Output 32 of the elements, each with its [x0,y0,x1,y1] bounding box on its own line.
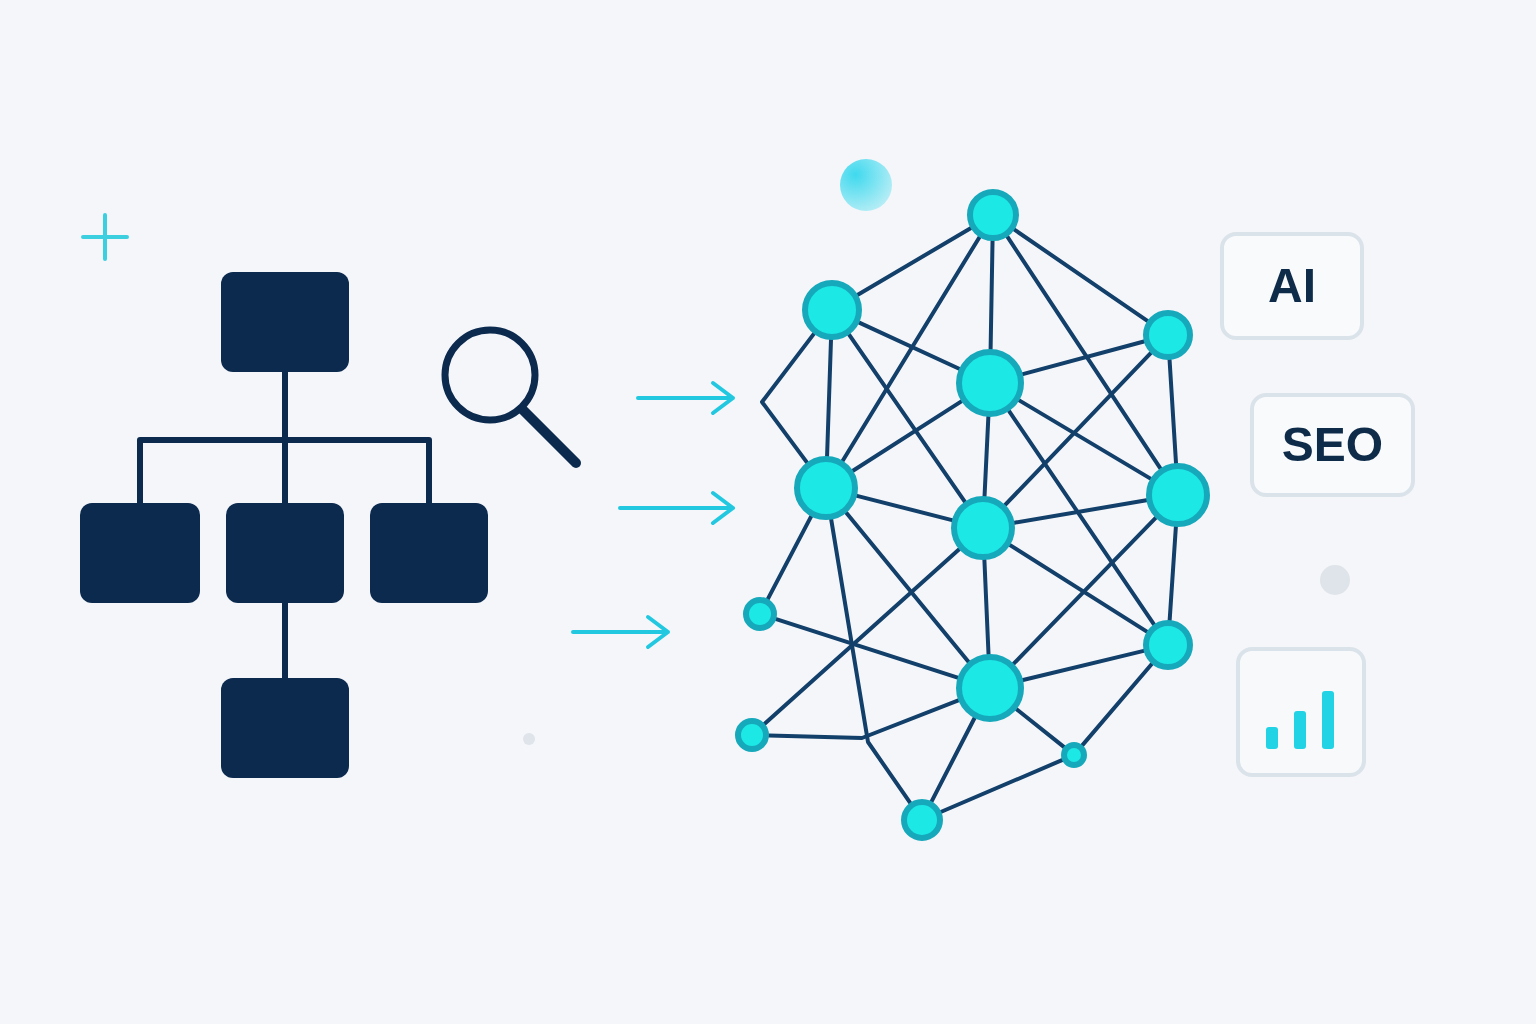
connector-line [282,369,432,506]
network-node [1143,310,1193,360]
network-node [901,799,943,841]
badge-label: AI [1268,262,1316,310]
connector-line [844,510,971,664]
org-chart-box [370,503,488,603]
network-node [802,280,862,340]
text-badge [1250,393,1415,497]
connector-line [1080,662,1154,748]
network-node [1061,742,1087,768]
connector-line [825,338,833,458]
org-chart-box [221,678,349,778]
chart-card [1236,647,1366,777]
network-node [794,456,858,520]
network-node [1146,463,1210,527]
network-node [951,496,1015,560]
network-node [735,718,769,752]
text-badge [1220,232,1364,340]
network-node [956,349,1024,417]
connector-line [282,600,288,681]
connector-line [988,239,995,351]
connector-line [1014,707,1066,749]
connector-line [1003,351,1153,507]
org-chart-box [80,503,200,603]
network-node [956,654,1024,722]
org-chart-box [221,272,349,372]
org-chart-box [226,503,344,603]
connector-line [1011,515,1158,666]
network-node [1143,620,1193,670]
network-node [743,597,777,631]
network-node [967,189,1019,241]
badge-label: SEO [1281,421,1384,469]
